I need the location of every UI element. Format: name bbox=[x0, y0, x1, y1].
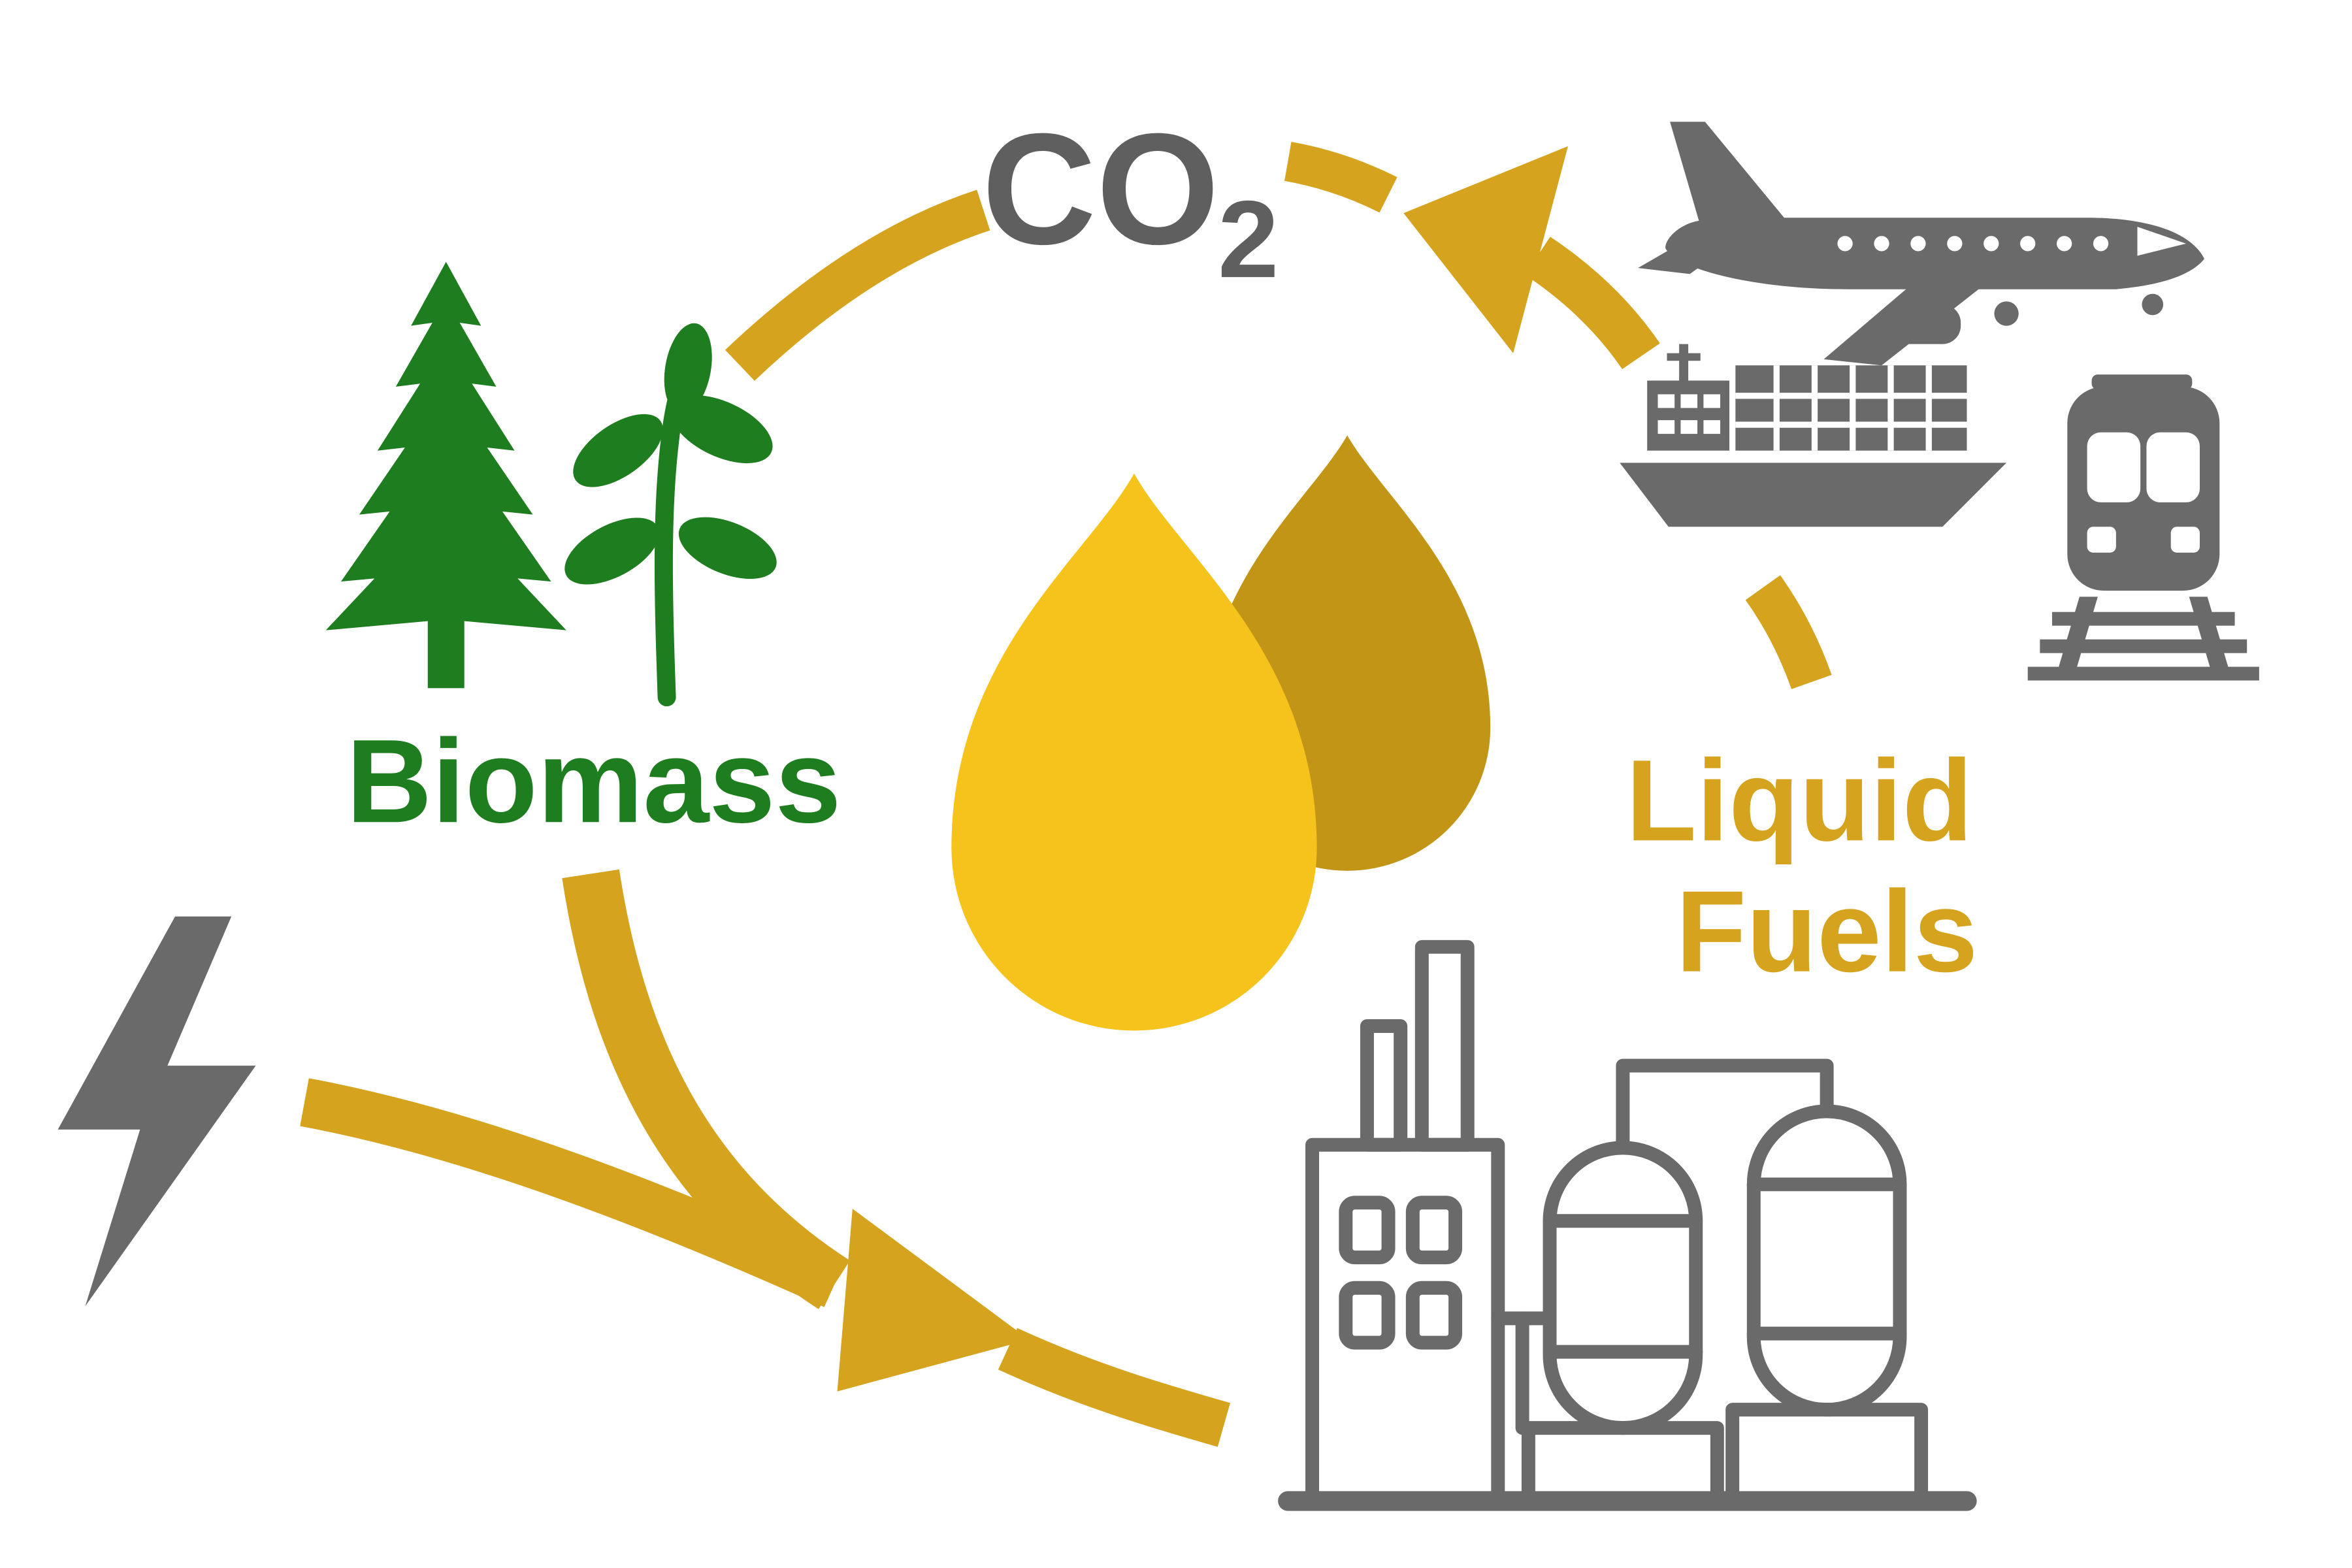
cycle-arrowheads bbox=[837, 146, 1568, 1392]
ship-bridge bbox=[1647, 380, 1729, 451]
arrowhead-to-co2 bbox=[1403, 146, 1568, 353]
liquid-fuels-line2: Fuels bbox=[1676, 867, 1978, 996]
refinery-pipe bbox=[1616, 1058, 1834, 1155]
airplane-tailplane bbox=[1638, 222, 1754, 274]
liquid-fuels-label: Liquid Fuels bbox=[1626, 736, 1978, 996]
airplane-icon bbox=[1638, 122, 2204, 366]
cycle-arrow-transport-to-liquid-fuels bbox=[1745, 575, 1832, 689]
cycle-arrow-transport-to-co2-shaft bbox=[1524, 237, 1660, 370]
train-windows bbox=[2087, 432, 2200, 553]
ship-mast bbox=[1679, 344, 1689, 381]
refinery-window bbox=[1405, 1196, 1463, 1265]
refinery-window bbox=[1339, 1281, 1396, 1350]
ship-details bbox=[1658, 365, 1967, 451]
refinery-icon bbox=[1278, 939, 1977, 1511]
airplane-wheel bbox=[2142, 293, 2164, 316]
liquid-fuels-line1: Liquid bbox=[1626, 736, 1973, 865]
pine-tree-icon bbox=[325, 261, 566, 689]
cycle-arrows bbox=[300, 142, 1832, 1447]
fuel-drop-front-icon bbox=[951, 473, 1317, 1031]
cycle-arrow-refinery-tail bbox=[998, 1328, 1231, 1447]
arrowhead-to-refinery bbox=[837, 1209, 1030, 1392]
refinery-column bbox=[1746, 1104, 1907, 1417]
refinery-window bbox=[1405, 1281, 1463, 1350]
train-roof-bar bbox=[2091, 374, 2193, 390]
airplane-windows bbox=[1837, 227, 2187, 256]
sapling-leaf bbox=[670, 395, 773, 464]
fuel-drops bbox=[951, 435, 1491, 1031]
container-ship-icon bbox=[1620, 344, 2007, 527]
refinery-chimney bbox=[1360, 1019, 1408, 1152]
refinery-pedestal bbox=[1725, 1403, 1929, 1508]
train-rail-left bbox=[2055, 596, 2098, 679]
airplane-wing bbox=[1823, 237, 2037, 366]
sapling-leaf bbox=[564, 517, 660, 585]
transport-icons bbox=[1620, 122, 2259, 681]
airplane-cockpit-window bbox=[2137, 227, 2187, 256]
refinery-column bbox=[1543, 1141, 1703, 1435]
cycle-arrow-biomass-to-co2 bbox=[725, 189, 990, 381]
airplane-fuselage bbox=[1665, 122, 2204, 289]
cycle-arrow-electricity-to-refinery-shaft bbox=[300, 1078, 845, 1307]
co2-subscript: 2 bbox=[1218, 178, 1279, 301]
ship-hull bbox=[1620, 463, 2007, 527]
train-sleeper bbox=[2051, 612, 2235, 626]
ship-mast-crossbar bbox=[1667, 353, 1701, 361]
co2-text: CO bbox=[982, 101, 1220, 278]
biomass-icons bbox=[325, 261, 777, 707]
train-icon bbox=[2027, 374, 2259, 681]
refinery-pedestal bbox=[1521, 1421, 1724, 1508]
refinery-chimney bbox=[1414, 939, 1475, 1152]
airplane-engine bbox=[1887, 304, 1961, 344]
sapling-icon bbox=[564, 323, 777, 707]
sapling-leaf bbox=[678, 517, 777, 580]
lightning-bolt-icon bbox=[57, 916, 256, 1307]
biomass-label: Biomass bbox=[346, 714, 841, 847]
train-sleeper bbox=[2040, 639, 2247, 653]
train-sleeper bbox=[2027, 666, 2259, 681]
sapling-leaf bbox=[664, 323, 712, 414]
sapling-leaf bbox=[573, 414, 663, 487]
co2-label: CO 2 bbox=[982, 101, 1279, 301]
airplane-wheel bbox=[1994, 301, 2019, 326]
train-rail-right bbox=[2189, 596, 2232, 679]
cycle-arrow-co2-segment bbox=[1284, 142, 1397, 213]
refinery-window bbox=[1339, 1196, 1396, 1265]
